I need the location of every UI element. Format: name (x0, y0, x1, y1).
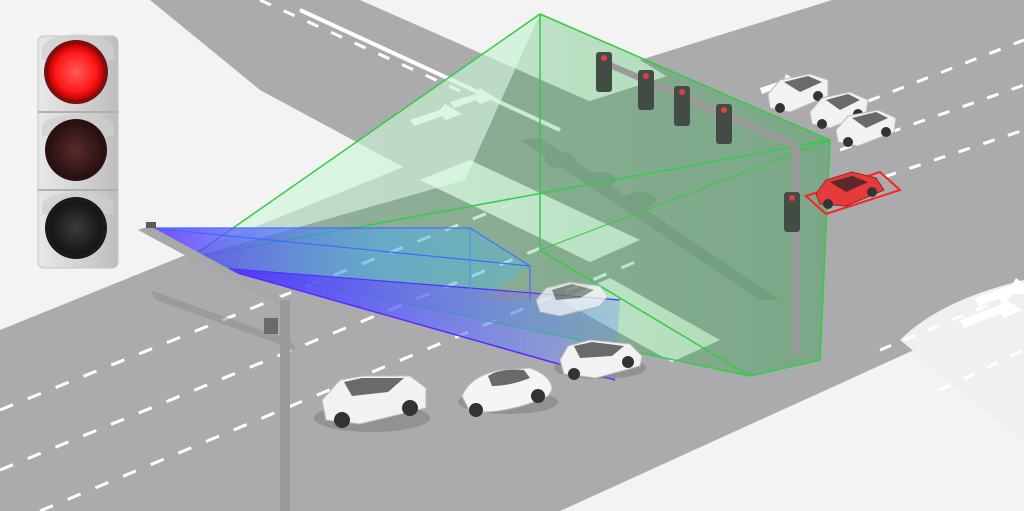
parked-car-2 (809, 91, 869, 129)
radar-pole (138, 222, 290, 511)
curb-corner (900, 280, 1024, 440)
red-light-lit (48, 44, 104, 100)
white-suv-front (314, 375, 430, 432)
sensor-box (264, 318, 278, 334)
mast-signal-heads (596, 52, 800, 232)
signal-head (674, 86, 690, 126)
signal-head (716, 104, 732, 144)
amber-light-off (49, 123, 103, 177)
green-light-off (49, 201, 103, 255)
parked-car-3 (835, 109, 897, 147)
radar-sensor (146, 222, 156, 228)
signal-head (784, 192, 800, 232)
parked-suv-1 (767, 73, 829, 113)
radar-beams (149, 227, 621, 381)
signal-head (638, 70, 654, 110)
white-hatchback (554, 339, 646, 380)
detected-red-car (804, 170, 902, 216)
vehicles (314, 73, 902, 432)
signal-head (596, 52, 612, 92)
white-sedan (458, 367, 558, 417)
white-car-in-zone (535, 281, 609, 317)
traffic-light-indicator (37, 34, 119, 269)
